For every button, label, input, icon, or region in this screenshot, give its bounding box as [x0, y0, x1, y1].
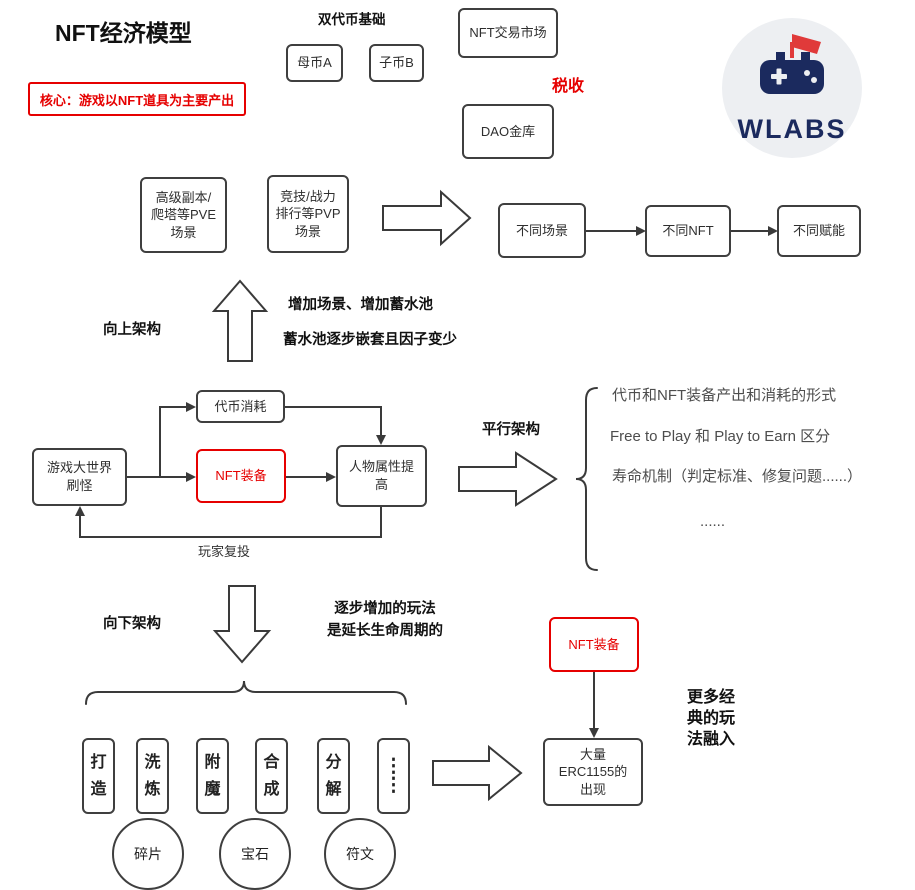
- page-title: NFT经济模型: [55, 20, 192, 46]
- gameplay-ellipsis-node: ⋮ ⋮: [377, 738, 410, 814]
- material-gem-circle: 宝石: [219, 818, 291, 890]
- different-nft-node: 不同NFT: [645, 205, 731, 257]
- token-burn-node: 代币消耗: [196, 390, 285, 423]
- gamepad-icon: [760, 34, 824, 94]
- material-shard-circle: 碎片: [112, 818, 184, 890]
- lower-note: 逐步增加的玩法 是延长生命周期的: [327, 601, 443, 639]
- nft-market-node: NFT交易市场: [458, 8, 558, 58]
- downward-structure-label: 向下架构: [103, 616, 161, 632]
- big-right-arrow-upper: [382, 189, 472, 247]
- mother-coin-node: 母币A: [286, 44, 343, 82]
- arrowhead-reinvest-loop: [75, 506, 85, 516]
- upper-note-1: 增加场景、增加蓄水池: [288, 297, 433, 313]
- gameplay-enchant-node: 附 魔: [196, 738, 229, 814]
- gameplay-decompose-node: 分 解: [317, 738, 350, 814]
- curly-brace-gameplay: [85, 680, 407, 705]
- big-right-arrow-lower: [432, 744, 523, 802]
- dual-token-label: 双代币基础: [318, 12, 386, 27]
- gameplay-refine-node: 洗 炼: [136, 738, 169, 814]
- upward-structure-label: 向上架构: [103, 322, 161, 338]
- line-reinvest-loop: [79, 507, 382, 538]
- parallel-note-2: Free to Play 和 Play to Earn 区分: [610, 428, 831, 445]
- wlabs-logo-text: WLABS: [737, 114, 847, 144]
- wlabs-logo: WLABS: [722, 18, 862, 158]
- dao-treasury-node: DAO金库: [462, 104, 554, 159]
- core-note-box: 核心：游戏以NFT道具为主要产出: [28, 82, 246, 116]
- pve-node: 高级副本/ 爬塔等PVE 场景: [140, 177, 227, 253]
- different-scene-node: 不同场景: [498, 203, 586, 258]
- reinvest-label: 玩家复投: [198, 544, 251, 559]
- more-classic-gameplay-label: 更多经 典的玩 法融入: [687, 689, 736, 748]
- parallel-structure-label: 平行架构: [482, 422, 540, 438]
- arrowhead-world-to-gear: [186, 472, 196, 482]
- line-world-to-tokenburn: [159, 406, 188, 477]
- game-world-node: 游戏大世界 刷怪: [32, 448, 127, 506]
- big-right-arrow-parallel: [458, 451, 558, 507]
- nft-gear-node-lower: NFT装备: [549, 617, 639, 672]
- material-rune-circle: 符文: [324, 818, 396, 890]
- gameplay-forge-node: 打 造: [82, 738, 115, 814]
- parallel-note-4: ......: [700, 513, 726, 530]
- arrowhead-gear2-to-erc: [589, 728, 599, 738]
- big-down-arrow: [212, 585, 272, 664]
- arrowhead-tokenburn-to-attr: [376, 435, 386, 445]
- line-tokenburn-to-attr: [285, 406, 382, 437]
- nft-gear-node: NFT装备: [196, 449, 286, 503]
- upper-note-2: 蓄水池逐步嵌套且因子变少: [283, 332, 457, 348]
- arrowhead-world-to-tokenburn: [186, 402, 196, 412]
- curly-brace-parallel: [575, 387, 598, 571]
- child-coin-node: 子币B: [369, 44, 424, 82]
- gameplay-synthesize-node: 合 成: [255, 738, 288, 814]
- parallel-note-1: 代币和NFT装备产出和消耗的形式: [612, 387, 837, 404]
- parallel-note-3: 寿命机制（判定标准、修复问题......）: [612, 468, 863, 485]
- arrowhead-gear-to-attr: [326, 472, 336, 482]
- big-up-arrow: [211, 279, 269, 362]
- attribute-up-node: 人物属性提 高: [336, 445, 427, 507]
- tax-label: 税收: [552, 78, 585, 95]
- erc1155-node: 大量 ERC1155的 出现: [543, 738, 643, 806]
- pvp-node: 竞技/战力 排行等PVP 场景: [267, 175, 349, 253]
- different-power-node: 不同赋能: [777, 205, 861, 257]
